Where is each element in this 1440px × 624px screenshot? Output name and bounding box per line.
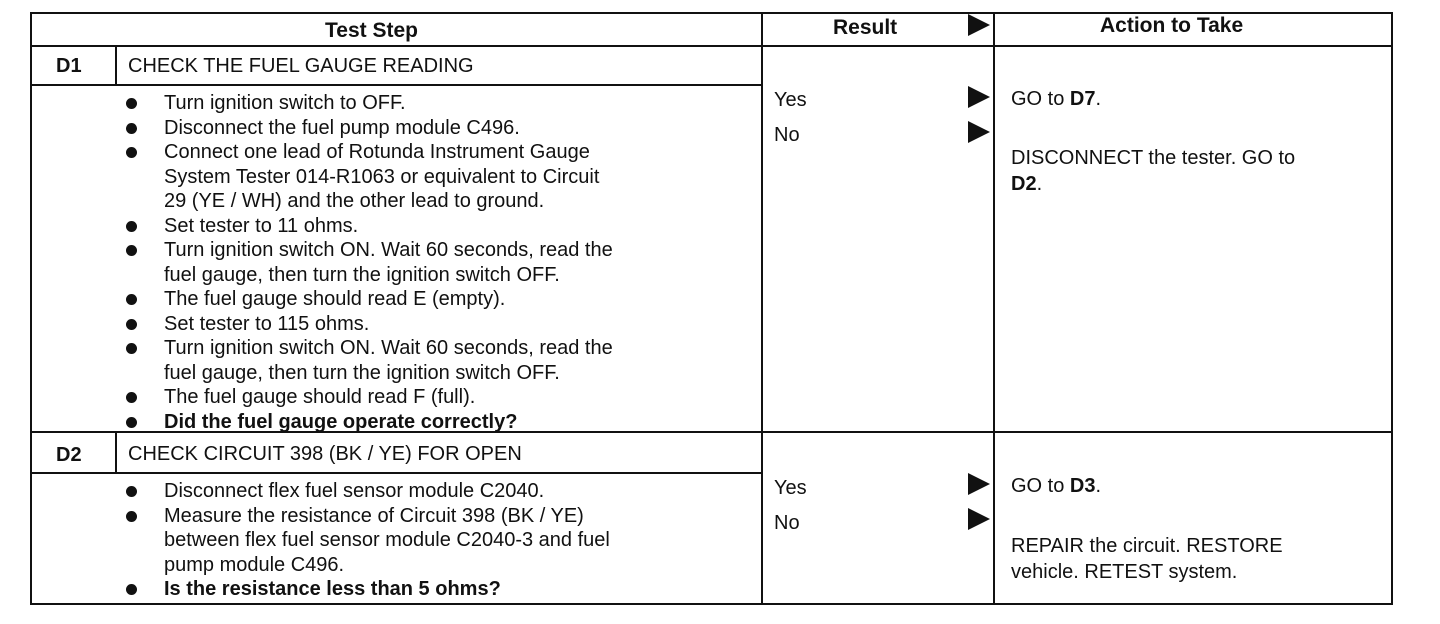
table-right-border [1391, 12, 1393, 605]
d2-title-border [30, 472, 762, 474]
instruction-item: Is the resistance less than 5 ohms? [118, 577, 610, 602]
instruction-text: Is the resistance less than 5 ohms? [164, 578, 501, 600]
instruction-text: Turn ignition switch ON. Wait 60 seconds… [164, 337, 613, 384]
step-instructions-d1: Turn ignition switch to OFF.Disconnect t… [118, 91, 613, 434]
d1-action-no-tail: . [1036, 173, 1043, 195]
bullet-icon [126, 122, 137, 134]
instruction-text: The fuel gauge should read F (full). [164, 386, 476, 408]
action-column-left-border [993, 12, 995, 605]
d2-action-yes-tail: . [1095, 475, 1102, 497]
instruction-item: Turn ignition switch to OFF. [118, 91, 613, 116]
step-title-d2: CHECK CIRCUIT 398 (BK / YE) FOR OPEN [128, 443, 522, 465]
instruction-item: Disconnect flex fuel sensor module C2040… [118, 479, 610, 504]
header-arrow-icon [968, 14, 990, 36]
d2-result-no: No [774, 512, 800, 534]
table-top-border [30, 12, 1393, 14]
instruction-text: Set tester to 11 ohms. [164, 214, 359, 237]
instruction-item: Turn ignition switch ON. Wait 60 seconds… [118, 238, 613, 287]
d2-action-yes-text: GO to [1011, 475, 1070, 497]
d1-action-yes-ref: D7 [1069, 88, 1096, 110]
d1-no-arrow-icon [968, 121, 990, 143]
table-left-border [30, 12, 32, 605]
d1-yes-arrow-icon [968, 86, 990, 108]
step-instructions-d2: Disconnect flex fuel sensor module C2040… [118, 479, 610, 602]
instruction-item: Set tester to 11 ohms. [118, 214, 613, 239]
d2-action-yes: GO to D3. [1011, 473, 1101, 499]
header-test-step: Test Step [325, 19, 418, 42]
id-column-border-d2 [115, 431, 117, 474]
instruction-item: Did the fuel gauge operate correctly? [118, 410, 613, 435]
instruction-text: Measure the resistance of Circuit 398 (B… [164, 504, 610, 576]
bullet-icon [126, 147, 137, 158]
instruction-item: Turn ignition switch ON. Wait 60 seconds… [118, 336, 613, 385]
header-action: Action to Take [1100, 14, 1244, 37]
bullet-icon [126, 318, 137, 330]
instruction-item: Connect one lead of Rotunda Instrument G… [118, 140, 613, 214]
bullet-icon [126, 220, 137, 232]
d1-action-no-text: DISCONNECT the tester. GO to [1011, 147, 1296, 169]
bullet-icon [126, 510, 137, 522]
d1-d2-divider [30, 431, 1393, 433]
instruction-text: The fuel gauge should read E (empty). [164, 288, 506, 310]
table-bottom-border [30, 603, 1393, 605]
step-id-d1: D1 [56, 55, 82, 77]
instruction-item: The fuel gauge should read F (full). [118, 385, 613, 410]
d2-action-no: REPAIR the circuit. RESTORE vehicle. RET… [1011, 507, 1283, 585]
bullet-icon [126, 294, 137, 305]
step-title-d1: CHECK THE FUEL GAUGE READING [128, 55, 474, 77]
d1-result-yes: Yes [774, 89, 807, 111]
d1-title-border [30, 84, 762, 86]
header-result: Result [833, 16, 898, 39]
instruction-text: Disconnect the fuel pump module C496. [164, 116, 520, 139]
d1-action-yes: GO to D7. [1011, 86, 1101, 112]
d1-action-no-ref: D2 [1011, 173, 1037, 195]
instruction-item: Measure the resistance of Circuit 398 (B… [118, 504, 610, 578]
bullet-icon [126, 245, 137, 256]
d1-action-yes-text: GO to [1011, 88, 1070, 110]
instruction-text: Did the fuel gauge operate correctly? [164, 410, 518, 433]
instruction-text: Disconnect flex fuel sensor module C2040… [164, 480, 545, 502]
instruction-text: Connect one lead of Rotunda Instrument G… [164, 141, 600, 212]
d2-result-yes: Yes [774, 477, 807, 499]
d2-action-yes-ref: D3 [1069, 475, 1096, 497]
instruction-item: Disconnect the fuel pump module C496. [118, 116, 613, 141]
d2-no-arrow-icon [968, 508, 990, 530]
d1-action-no: DISCONNECT the tester. GO to D2. [1011, 119, 1295, 197]
header-bottom-border [30, 45, 1393, 47]
bullet-icon [126, 486, 137, 497]
instruction-text: Turn ignition switch to OFF. [164, 92, 406, 114]
bullet-icon [126, 416, 137, 428]
result-column-left-border [761, 12, 763, 605]
instruction-item: The fuel gauge should read E (empty). [118, 287, 613, 312]
bullet-icon [126, 584, 137, 595]
bullet-icon [126, 343, 137, 354]
instruction-text: Set tester to 115 ohms. [164, 312, 370, 335]
step-id-d2: D2 [56, 444, 82, 466]
instruction-text: Turn ignition switch ON. Wait 60 seconds… [164, 239, 613, 286]
id-column-border [115, 45, 117, 86]
d1-action-yes-tail: . [1095, 88, 1102, 110]
bullet-icon [126, 392, 137, 403]
d1-result-no: No [774, 124, 800, 146]
d2-action-no-text: REPAIR the circuit. RESTORE vehicle. RET… [1011, 535, 1283, 583]
bullet-icon [126, 98, 137, 109]
instruction-item: Set tester to 115 ohms. [118, 312, 613, 337]
d2-yes-arrow-icon [968, 473, 990, 495]
